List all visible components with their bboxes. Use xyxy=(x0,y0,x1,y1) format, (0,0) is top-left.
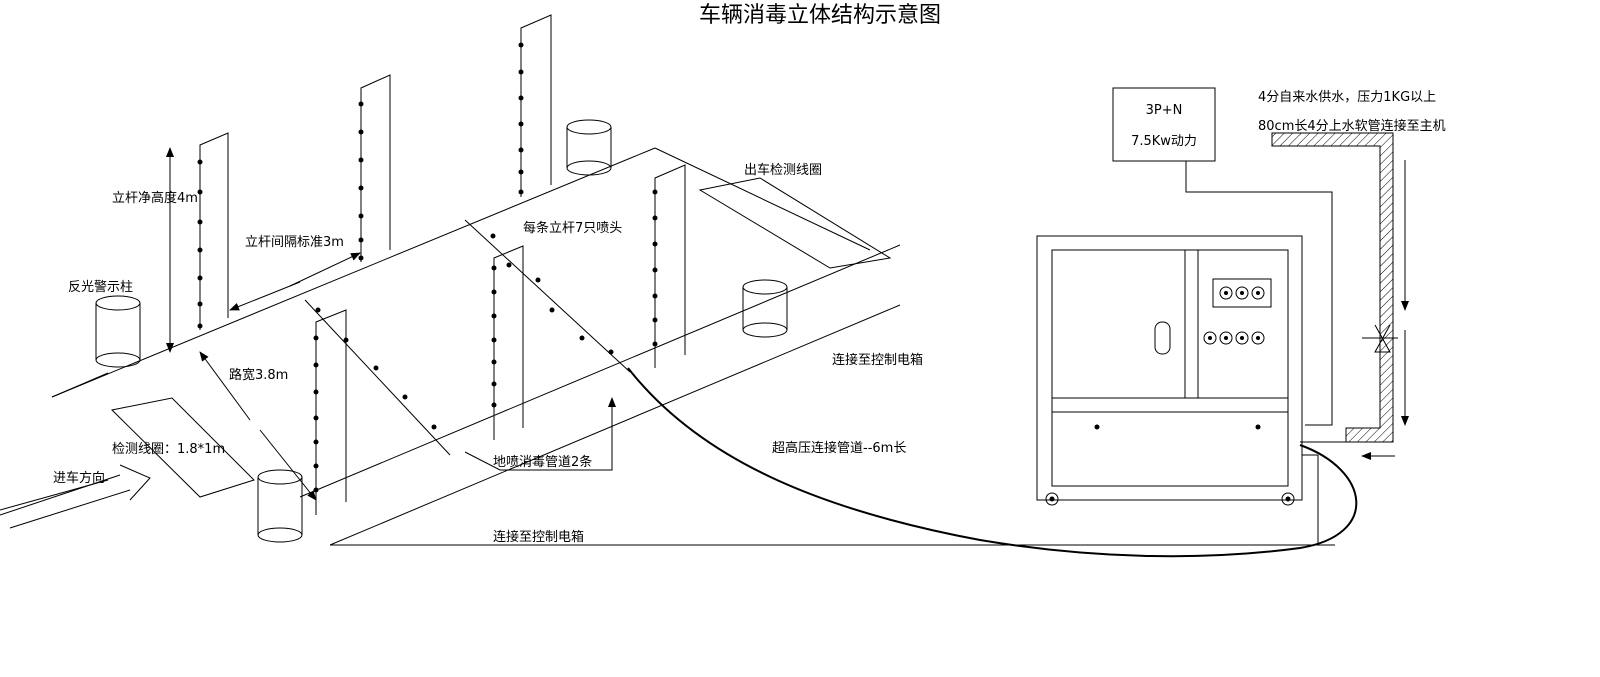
spacing-arrow-left xyxy=(229,281,301,311)
spray-pole xyxy=(518,14,552,197)
control-knob xyxy=(1219,286,1265,300)
power-cable xyxy=(1185,161,1333,426)
control-box-label-1: 连接至控制电箱 xyxy=(832,352,923,368)
spray-nozzle xyxy=(197,159,203,329)
power-supply-box: 3P+N 7.5Kw动力 xyxy=(1112,87,1216,162)
width-arrow-up xyxy=(199,351,251,421)
high-pressure-pipe xyxy=(627,367,1358,558)
entry-direction-label: 进车方向 xyxy=(53,470,105,486)
ground-pipe-pointer xyxy=(464,398,613,471)
control-box-label-2: 连接至控制电箱 xyxy=(493,529,584,545)
exit-coil-label: 出车检测线圈 xyxy=(744,162,822,178)
control-knob xyxy=(1203,331,1265,345)
nozzles-per-pole-label: 每条立杆7只喷头 xyxy=(523,220,622,236)
water-supply-label: 4分自来水供水，压力1KG以上 xyxy=(1258,90,1436,105)
spray-nozzle xyxy=(652,189,658,347)
ground-pipes-label: 地喷消毒管道2条 xyxy=(493,454,592,470)
spray-pole xyxy=(652,164,686,368)
wheel xyxy=(1045,492,1295,506)
reflective-post-label: 反光警示柱 xyxy=(68,279,133,295)
pole-spacing-label: 立杆间隔标准3m xyxy=(245,235,344,250)
reflective-post xyxy=(566,119,612,176)
water-hose-label: 80cm长4分上水软管连接至主机 xyxy=(1258,118,1446,134)
road-surface xyxy=(0,147,1335,546)
water-supply-pipe xyxy=(1271,132,1398,443)
power-line-1: 3P+N xyxy=(1146,103,1183,118)
width-arrow-down xyxy=(259,429,317,501)
spacing-arrow-right xyxy=(289,252,361,287)
spray-nozzle xyxy=(491,265,497,408)
high-pressure-pipe-label: 超高压连接管道--6m长 xyxy=(772,440,906,456)
diagram-title: 车辆消毒立体结构示意图 xyxy=(699,3,941,28)
spray-pole xyxy=(358,74,391,262)
reflective-post xyxy=(742,279,788,338)
exit-detection-coil xyxy=(698,177,892,269)
spray-nozzle xyxy=(518,42,524,195)
spray-pole xyxy=(313,309,347,515)
road-width-label: 路宽3.8m xyxy=(229,367,288,383)
pole-height-label: 立杆净高度4m xyxy=(112,190,198,206)
main-machine xyxy=(1036,235,1303,506)
detect-coil-label: 检测线圈：1.8*1m xyxy=(112,442,225,457)
reflective-post xyxy=(95,295,141,368)
reflective-post xyxy=(257,469,303,543)
entry-direction-arrow xyxy=(0,464,151,529)
spray-pole xyxy=(197,132,229,330)
entry-detection-coil xyxy=(110,397,255,498)
spray-pole xyxy=(491,245,524,440)
ground-spray-pipe xyxy=(304,299,451,456)
power-line-2: 7.5Kw动力 xyxy=(1131,134,1197,149)
ground-spray-pipe xyxy=(464,219,631,373)
spray-nozzle xyxy=(313,335,319,493)
